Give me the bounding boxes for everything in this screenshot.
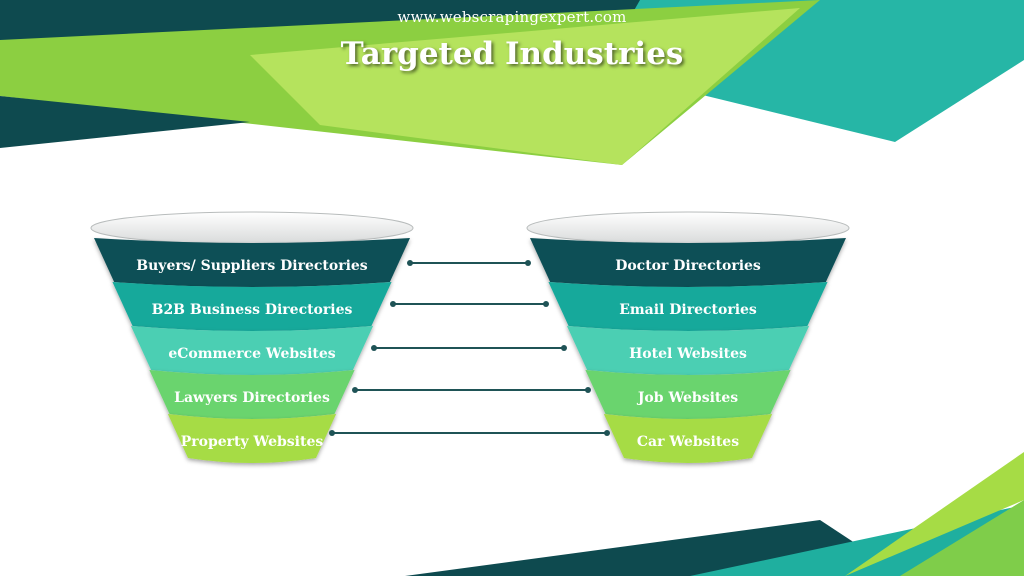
left-funnel-label: Lawyers Directories — [174, 390, 330, 406]
right-funnel-segment — [603, 414, 773, 463]
right-funnel-label: Hotel Websites — [629, 346, 747, 362]
left-funnel-segment — [130, 326, 374, 375]
connector-dot — [585, 387, 591, 393]
connector-dot — [561, 345, 567, 351]
right-funnel-segment — [585, 370, 791, 419]
right-funnel-label: Job Websites — [636, 390, 738, 406]
right-funnel-segment — [548, 282, 828, 331]
connector-dot — [407, 260, 413, 266]
connector-dot — [329, 430, 335, 436]
left-funnel-rim — [90, 211, 414, 245]
connector-dot — [604, 430, 610, 436]
left-funnel-segment — [149, 370, 355, 419]
left-funnel-segment — [112, 282, 392, 331]
right-funnel-segment — [530, 238, 846, 287]
right-funnel-label: Doctor Directories — [615, 258, 761, 274]
bg-lime-wedge — [250, 8, 800, 165]
right-funnel-rim — [526, 211, 850, 245]
connector-dot — [390, 301, 396, 307]
left-funnel-label: B2B Business Directories — [152, 302, 353, 318]
site-url: www.webscrapingexpert.com — [397, 8, 627, 26]
right-funnel-label: Car Websites — [637, 434, 739, 450]
left-funnel-segment — [94, 238, 410, 287]
left-funnel-label: Property Websites — [181, 434, 324, 450]
right-funnel-segment — [566, 326, 810, 375]
bg-green-bottom — [900, 500, 1024, 576]
left-funnel-segment — [167, 414, 337, 463]
connector-dot — [525, 260, 531, 266]
connector-dot — [371, 345, 377, 351]
left-funnel-label: Buyers/ Suppliers Directories — [136, 258, 368, 274]
connector-dot — [543, 301, 549, 307]
connectors — [329, 260, 610, 436]
right-funnel-label: Email Directories — [619, 302, 757, 318]
left-funnel-label: eCommerce Websites — [168, 346, 335, 362]
bg-lime-bottom — [845, 452, 1024, 576]
page-title: Targeted Industries — [340, 36, 684, 72]
connector-dot — [352, 387, 358, 393]
bg-dark-teal-left — [0, 96, 250, 148]
